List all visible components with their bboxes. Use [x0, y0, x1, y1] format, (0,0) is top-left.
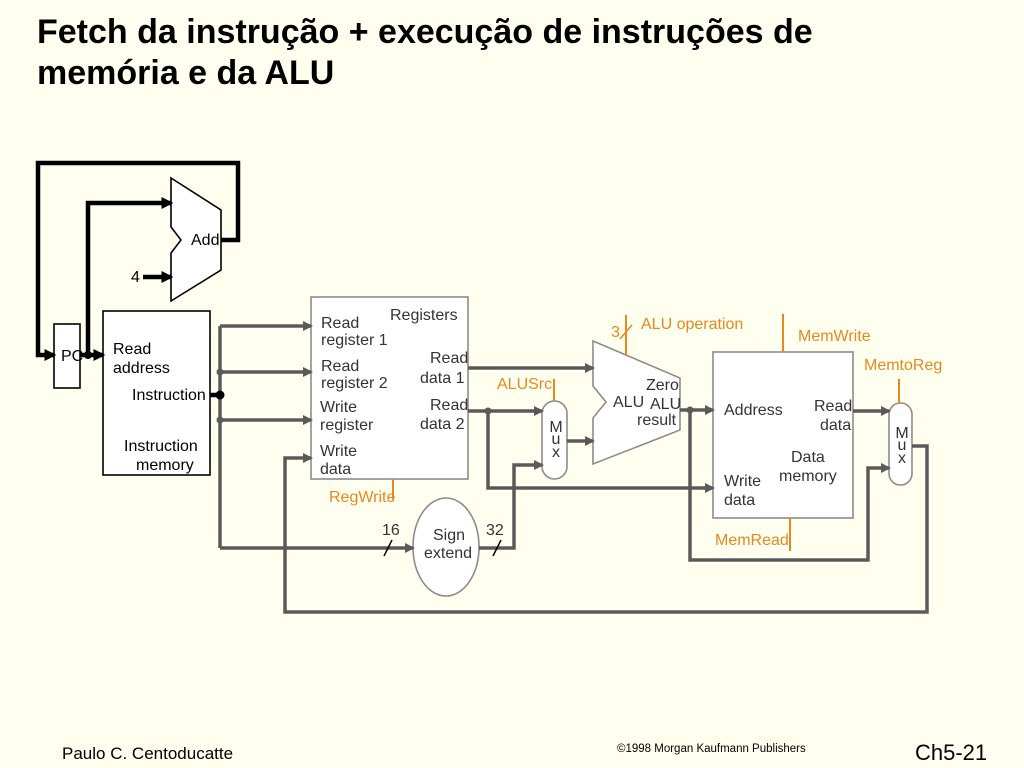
junction-write-register	[216, 416, 224, 424]
wire-adder-to-pc	[35, 160, 241, 361]
sign-extend-label-line-1: Sign	[433, 527, 465, 544]
data-memory-read-data-line-2: data	[820, 417, 851, 434]
write-register-line-2: register	[320, 417, 374, 434]
footer-copyright: ©1998 Morgan Kaufmann Publishers	[617, 743, 806, 755]
junction-alu-result	[686, 406, 694, 414]
sign-extend-output-bits: 32	[486, 522, 504, 539]
footer-author: Paulo C. Centoducatte	[62, 744, 233, 763]
read-register-2-line-1: Read	[321, 358, 359, 375]
junction-instruction	[215, 390, 225, 400]
instruction-memory-name-line-2: memory	[136, 457, 194, 474]
control-label-alu-operation-bits: 3	[611, 324, 620, 341]
control-width-tick-3	[619, 324, 633, 340]
registers-name: Registers	[390, 307, 458, 324]
writeback-mux-letter-m: M	[895, 425, 908, 442]
writeback-mux-letter-u: u	[898, 437, 907, 454]
read-data-2-line-1: Read	[430, 397, 468, 414]
data-memory-name-line-2: memory	[779, 468, 837, 485]
bus-width-tick-32	[492, 539, 502, 557]
alu-zero-label: Zero	[646, 377, 679, 394]
instruction-memory-name-line-1: Instruction	[124, 438, 198, 455]
read-address-label-line-2: address	[113, 360, 170, 377]
data-memory-unit	[712, 351, 854, 519]
adder-label: Add	[191, 232, 219, 249]
alu-result-label-line-2: result	[637, 412, 677, 429]
alu-mux-letter-u: u	[552, 431, 561, 448]
read-register-1-line-1: Read	[321, 315, 359, 332]
junction-read-register-2	[216, 368, 224, 376]
read-data-1-line-2: data 1	[420, 370, 465, 387]
alu-label: ALU	[613, 394, 644, 411]
wire-read-data-2-to-data-memory	[486, 411, 715, 493]
slide-title: Fetch da instrução + execução de instruç…	[37, 13, 813, 92]
read-data-1-line-1: Read	[430, 350, 468, 367]
writeback-mux	[888, 402, 913, 486]
slide-footer: Paulo C. Centoducatte ©1998 Morgan Kaufm…	[62, 740, 987, 765]
read-register-2-line-2: register 2	[321, 375, 388, 392]
control-label-memwrite: MemWrite	[798, 328, 871, 345]
write-register-line-1: Write	[320, 399, 357, 416]
wire-pc-to-adder	[85, 197, 174, 355]
data-memory-address-label: Address	[724, 402, 783, 419]
register-file-unit	[310, 296, 469, 480]
data-memory-write-data-line-2: data	[724, 492, 755, 509]
control-label-memtoreg: MemtoReg	[864, 357, 942, 374]
instruction-output-label: Instruction	[132, 387, 206, 404]
control-label-regwrite: RegWrite	[329, 489, 395, 506]
slide-title-line-2: memória e da ALU	[37, 54, 334, 92]
alu-mux-letter-m: M	[549, 419, 562, 436]
register-write-data-line-1: Write	[320, 443, 357, 460]
instruction-memory-unit	[102, 310, 211, 476]
junction-pc	[84, 351, 92, 359]
alu-result-label-line-1: ALU	[650, 396, 681, 413]
adder-constant-label: 4	[131, 269, 140, 286]
read-register-1-line-2: register 1	[321, 332, 388, 349]
datapath-diagram: Add 4 PC Read address Instruction Instru…	[35, 160, 942, 614]
data-memory-read-data-line-1: Read	[814, 398, 852, 415]
read-data-2-line-2: data 2	[420, 416, 465, 433]
sign-extend-input-bits: 16	[382, 522, 400, 539]
wire-writeback-to-registers	[283, 444, 929, 614]
data-memory-name-line-1: Data	[791, 449, 825, 466]
register-write-data-line-2: data	[320, 461, 351, 478]
pc-label: PC	[61, 348, 83, 365]
junction-read-data-2	[484, 407, 492, 415]
wire-alu-result-bypass	[688, 410, 891, 562]
read-address-label-line-1: Read	[113, 341, 151, 358]
slide-title-line-1: Fetch da instrução + execução de instruç…	[37, 13, 813, 51]
bus-width-tick-16	[383, 539, 393, 557]
control-label-memread: MemRead	[715, 532, 789, 549]
control-label-alu-operation: ALU operation	[641, 316, 743, 333]
footer-slide-number: Ch5-21	[915, 740, 987, 765]
control-label-alusrc: ALUSrc	[497, 376, 552, 393]
writeback-mux-letter-x: x	[898, 450, 906, 467]
data-memory-write-data-line-1: Write	[724, 473, 761, 490]
sign-extend-label-line-2: extend	[424, 545, 472, 562]
alu-mux-letter-x: x	[552, 444, 560, 461]
